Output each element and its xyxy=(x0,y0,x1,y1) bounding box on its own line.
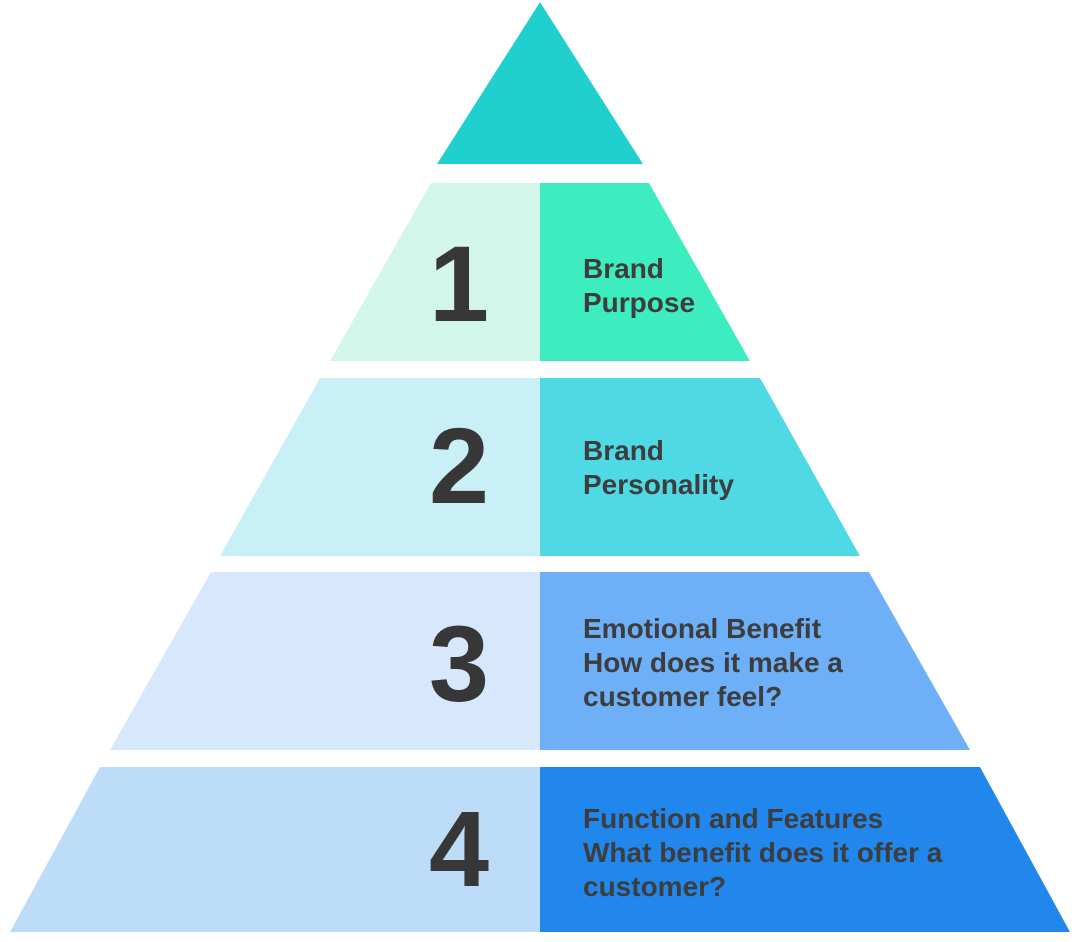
level-3-label: Emotional Benefit How does it make a cus… xyxy=(583,612,843,714)
level-4-label: Function and Features What benefit does … xyxy=(583,802,942,904)
level-4-left-shape xyxy=(10,767,540,932)
level-1-number: 1 xyxy=(428,222,489,344)
level-3-label-line-3: customer feel? xyxy=(583,681,783,712)
level-3-label-line-2: How does it make a xyxy=(583,647,843,678)
level-2-label: Brand Personality xyxy=(583,434,734,502)
level-4-number: 4 xyxy=(428,787,489,909)
level-1-right-shape xyxy=(540,183,750,361)
level-4-label-line-1: Function and Features xyxy=(583,803,884,834)
level-1-label-line-2: Purpose xyxy=(583,287,696,318)
level-3-right-shape xyxy=(540,572,970,750)
level-4-label-line-2: What benefit does it offer a xyxy=(583,837,943,868)
level-1-label: Brand Purpose xyxy=(583,252,695,320)
level-2-label-line-1: Brand xyxy=(583,435,664,466)
level-1-label-line-1: Brand xyxy=(583,253,664,284)
level-3-label-line-1: Emotional Benefit xyxy=(583,613,822,644)
level-3-number: 3 xyxy=(428,602,489,724)
level-2-number: 2 xyxy=(428,404,489,526)
level-4-right-shape xyxy=(540,767,1070,932)
level-4-label-line-3: customer? xyxy=(583,871,727,902)
level-1-left-shape xyxy=(330,183,540,361)
level-2-left-shape xyxy=(220,378,540,556)
pyramid-apex-triangle xyxy=(437,2,643,164)
level-2-right-shape xyxy=(540,378,860,556)
level-2-label-line-2: Personality xyxy=(583,469,734,500)
level-3-left-shape xyxy=(110,572,540,750)
